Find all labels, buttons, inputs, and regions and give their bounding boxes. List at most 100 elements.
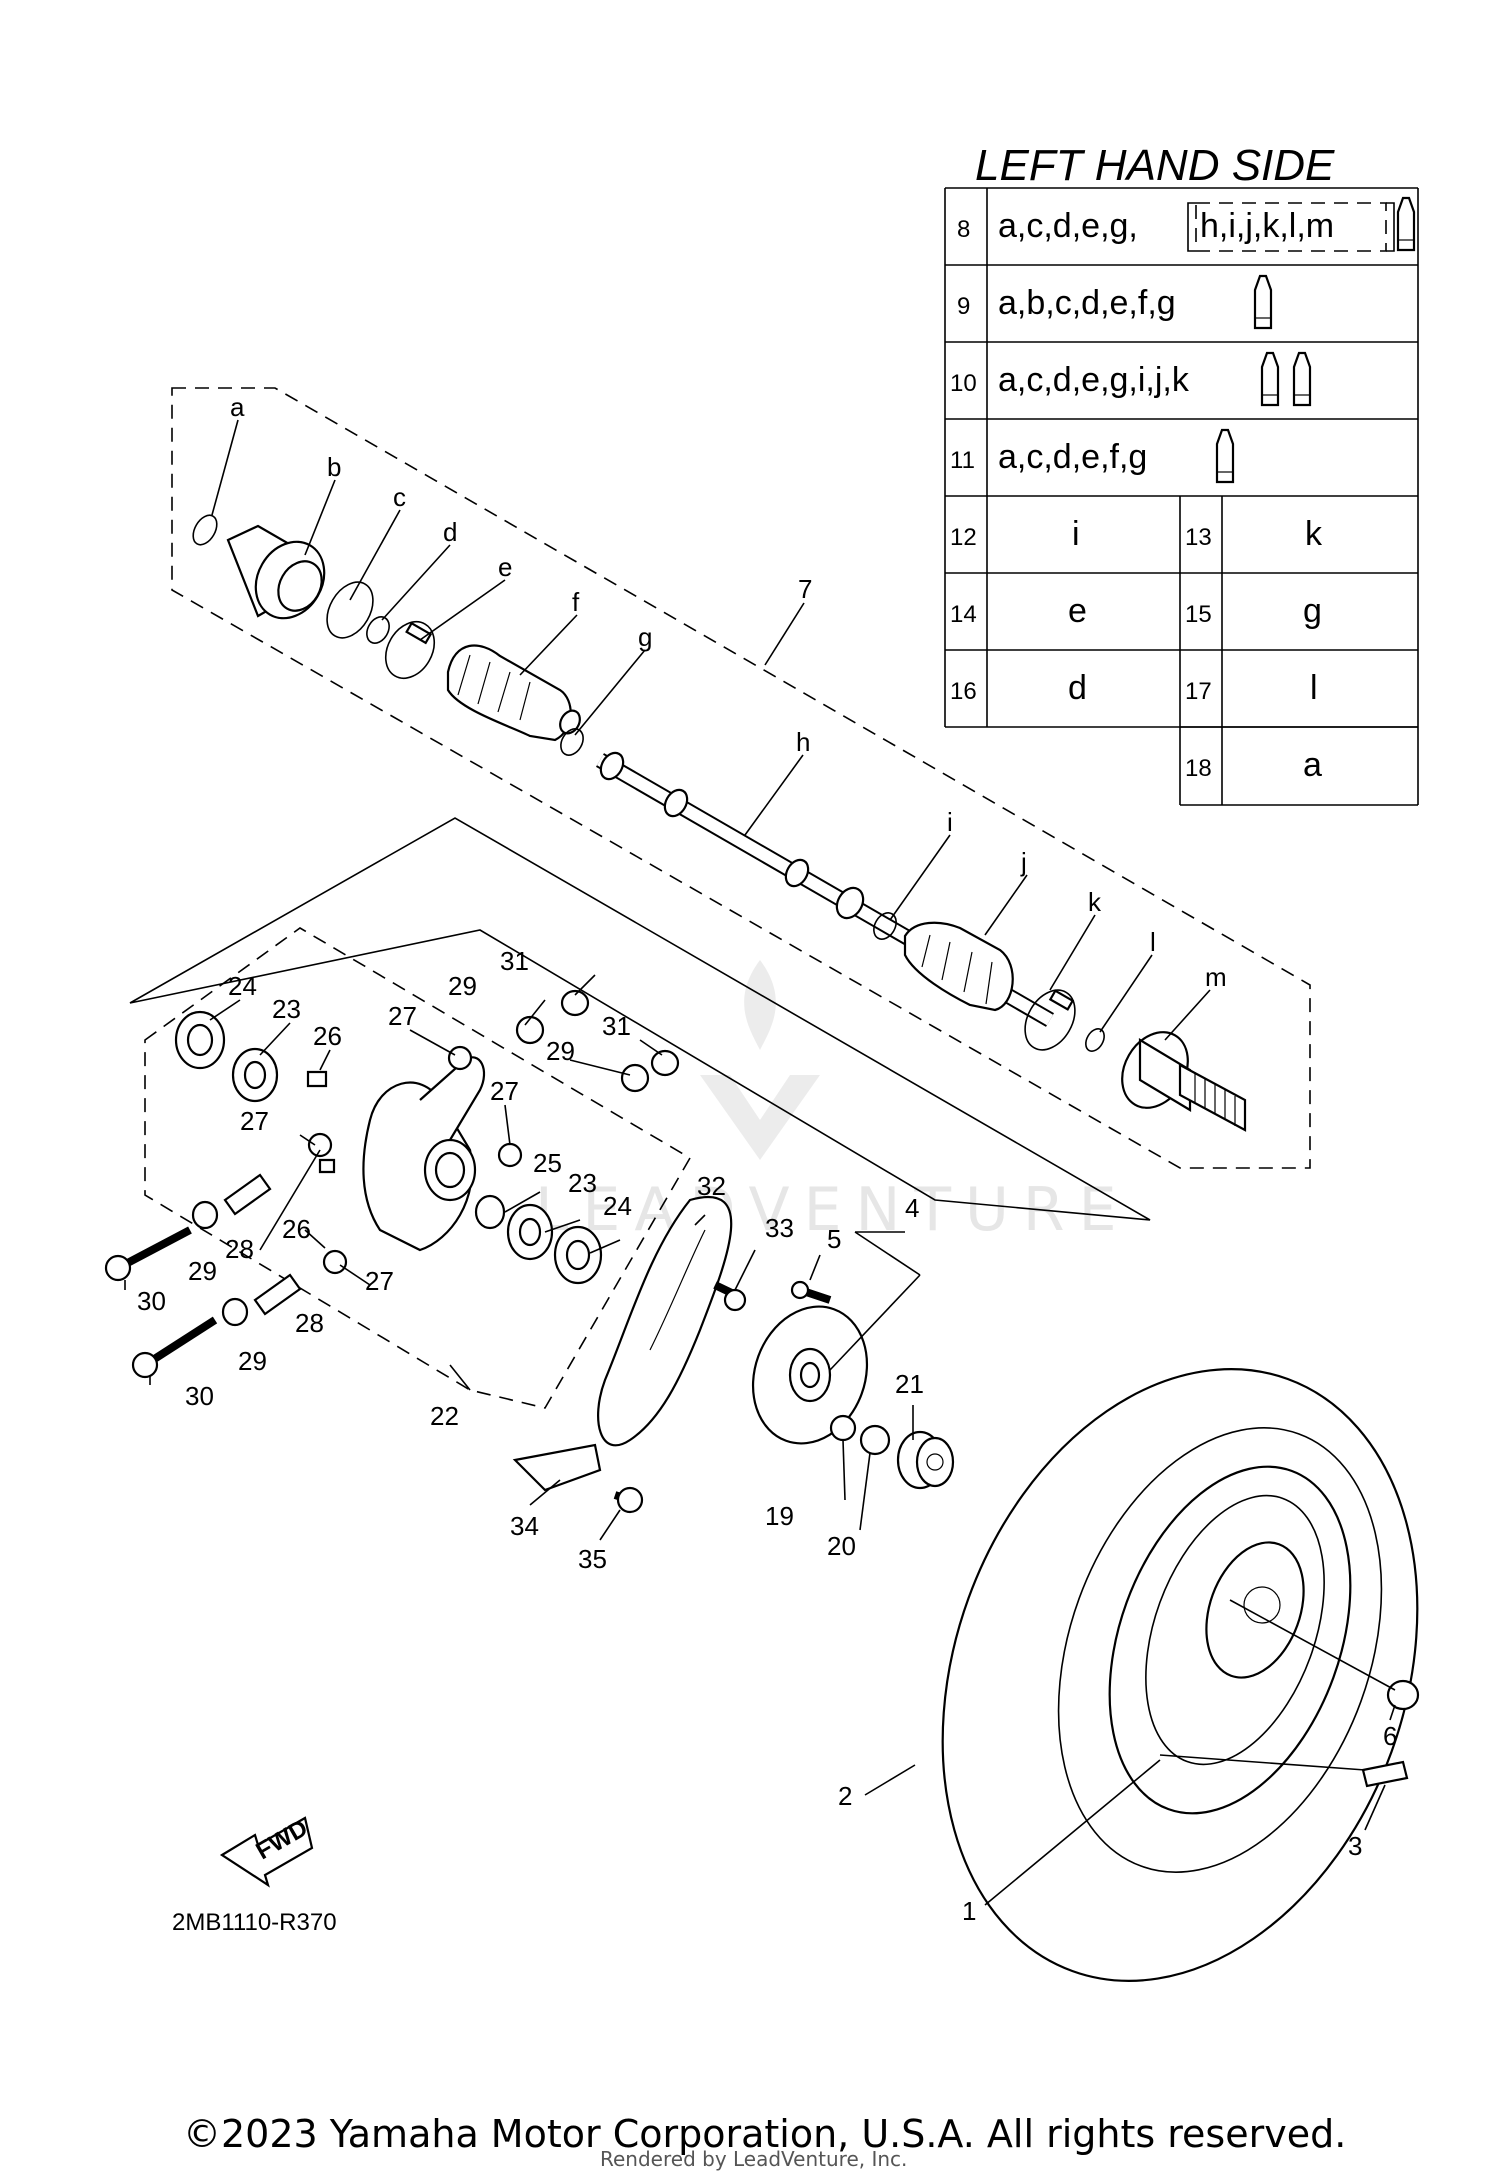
row-17-num: 17 <box>1185 678 1212 705</box>
callout-29: 29 <box>188 1256 217 1286</box>
part-number-labels: 7 24 23 26 27 27 27 27 29 29 29 29 31 31… <box>137 574 1397 1926</box>
row-9-parts: a,b,c,d,e,f,g <box>998 284 1176 322</box>
row-16-part: d <box>1068 669 1087 707</box>
grease-tube-icon <box>1396 196 1416 252</box>
callout-26: 26 <box>282 1214 311 1244</box>
callout-29: 29 <box>546 1036 575 1066</box>
row-11-num: 11 <box>950 447 975 474</box>
callout-28: 28 <box>295 1308 324 1338</box>
watermark-text: LEADVENTURE <box>535 1175 1131 1245</box>
label-m: m <box>1205 962 1227 992</box>
label-c: c <box>393 482 406 512</box>
callout-19: 19 <box>765 1501 794 1531</box>
table-title: LEFT HAND SIDE <box>975 141 1335 190</box>
grease-tube-icon <box>1215 428 1235 484</box>
label-b: b <box>327 452 341 482</box>
label-j: j <box>1020 847 1027 877</box>
washer <box>829 1414 857 1442</box>
callout-1: 1 <box>962 1896 976 1926</box>
callout-30: 30 <box>185 1381 214 1411</box>
row-9-num: 9 <box>957 293 970 320</box>
row-10-parts: a,c,d,e,g,i,j,k <box>998 361 1190 399</box>
callout-6: 6 <box>1383 1721 1397 1751</box>
parts-table: LEFT HAND SIDE 8 a,c,d,e,g, h,i,j,k,l,m … <box>944 141 1419 806</box>
grease-tube-icon <box>1253 274 1273 330</box>
row-10-num: 10 <box>950 370 977 397</box>
row-12-num: 12 <box>950 524 977 551</box>
brake-disc <box>597 1196 733 1447</box>
row-8-parts: a,c,d,e,g, <box>998 207 1138 245</box>
guard-bracket <box>512 1443 644 1514</box>
row-8-num: 8 <box>957 216 970 243</box>
row-15-part: g <box>1303 592 1322 630</box>
callout-27: 27 <box>240 1106 269 1136</box>
rendered-by-text: Rendered by LeadVenture, Inc. <box>600 2147 907 2171</box>
leader-lines <box>124 419 1396 1906</box>
row-17-part: l <box>1310 669 1318 707</box>
grease-tube-icon <box>1260 351 1280 407</box>
callout-32: 32 <box>697 1171 726 1201</box>
row-13-num: 13 <box>1185 524 1212 551</box>
callout-33: 33 <box>765 1213 794 1243</box>
row-18-num: 18 <box>1185 755 1212 782</box>
label-i: i <box>947 807 953 837</box>
row-14-part: e <box>1068 592 1087 630</box>
shaft-letter-labels: a b c d e f g h i j k l m <box>230 392 1227 992</box>
callout-29: 29 <box>448 971 477 1001</box>
label-l: l <box>1150 927 1156 957</box>
callout-2: 2 <box>838 1781 852 1811</box>
callout-23: 23 <box>272 994 301 1024</box>
grease-tube-icon <box>1292 351 1312 407</box>
callout-5: 5 <box>827 1224 841 1254</box>
row-8-boxed-parts: h,i,j,k,l,m <box>1200 207 1334 245</box>
callout-30: 30 <box>137 1286 166 1316</box>
drive-shaft-assembly <box>171 387 1311 1169</box>
callout-27: 27 <box>490 1076 519 1106</box>
label-g: g <box>638 622 652 652</box>
wheel-tire <box>941 1368 1420 1982</box>
callout-31: 31 <box>500 946 529 976</box>
fwd-arrow-icon: FWD <box>219 1814 314 1888</box>
callout-26: 26 <box>313 1021 342 1051</box>
wheel-nut <box>1386 1679 1420 1711</box>
row-15-num: 15 <box>1185 601 1212 628</box>
knuckle-assembly <box>104 817 1151 1409</box>
callout-35: 35 <box>578 1544 607 1574</box>
callout-23: 23 <box>568 1168 597 1198</box>
callout-24: 24 <box>603 1191 632 1221</box>
label-d: d <box>443 517 457 547</box>
label-e: e <box>498 552 512 582</box>
row-18-part: a <box>1303 746 1322 784</box>
callout-24: 24 <box>228 971 257 1001</box>
row-11-parts: a,c,d,e,f,g <box>998 438 1147 476</box>
callout-29: 29 <box>238 1346 267 1376</box>
disc-bolt <box>713 1281 747 1312</box>
callout-7: 7 <box>798 574 812 604</box>
label-h: h <box>796 727 810 757</box>
watermark: LEADVENTURE <box>535 960 1131 1245</box>
wheel-hub <box>751 1280 869 1445</box>
callout-25: 25 <box>533 1148 562 1178</box>
callout-22: 22 <box>430 1401 459 1431</box>
hub-cap <box>896 1430 955 1490</box>
callout-31: 31 <box>602 1011 631 1041</box>
callout-3: 3 <box>1348 1831 1362 1861</box>
callout-4: 4 <box>905 1193 919 1223</box>
valve-stem <box>1361 1760 1409 1788</box>
callout-27: 27 <box>388 1001 417 1031</box>
label-a: a <box>230 392 245 422</box>
callout-34: 34 <box>510 1511 539 1541</box>
callout-20: 20 <box>827 1531 856 1561</box>
label-k: k <box>1088 887 1102 917</box>
axle-nut <box>859 1424 891 1456</box>
label-f: f <box>572 587 580 617</box>
diagram-code: 2MB1110-R370 <box>172 1909 337 1936</box>
callout-21: 21 <box>895 1369 924 1399</box>
callout-27: 27 <box>365 1266 394 1296</box>
row-16-num: 16 <box>950 678 977 705</box>
row-14-num: 14 <box>950 601 977 628</box>
callout-28: 28 <box>225 1234 254 1264</box>
copyright-text: ©2023 Yamaha Motor Corporation, U.S.A. A… <box>183 2112 1346 2156</box>
row-13-part: k <box>1305 515 1323 553</box>
